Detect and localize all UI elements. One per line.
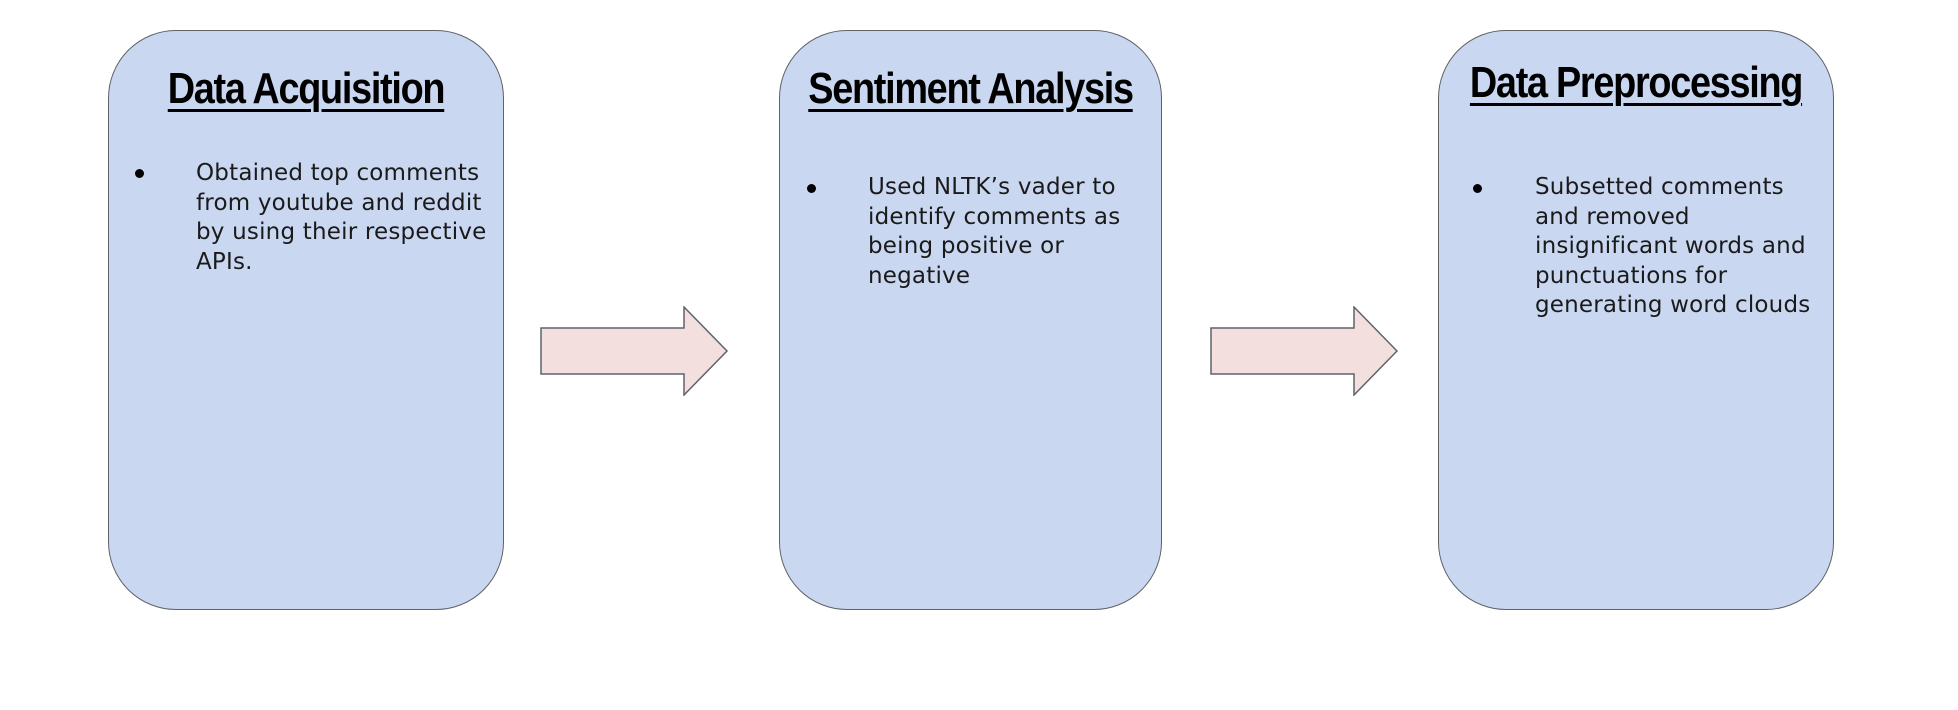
step-bullet-text: Obtained top comments from youtube and r… — [196, 160, 487, 275]
step-title: Data Preprocessing — [1469, 58, 1803, 107]
bullet-dot-icon — [1473, 184, 1482, 193]
step-bullet-text: Used NLTK’s vader to identify comments a… — [868, 174, 1121, 289]
step-card-data-preprocessing: Data Preprocessing Subsetted comments an… — [1438, 30, 1834, 610]
step-card-data-acquisition: Data Acquisition Obtained top comments f… — [108, 30, 504, 610]
right-arrow-icon — [540, 306, 729, 396]
step-title: Sentiment Analysis — [808, 64, 1134, 113]
step-bullet-text: Subsetted comments and removed insignifi… — [1535, 174, 1811, 318]
step-card-sentiment-analysis: Sentiment Analysis Used NLTK’s vader to … — [779, 30, 1162, 610]
bullet-dot-icon — [135, 169, 144, 178]
step-title: Data Acquisition — [167, 64, 446, 113]
right-arrow-icon — [1210, 306, 1399, 396]
bullet-dot-icon — [807, 184, 816, 193]
